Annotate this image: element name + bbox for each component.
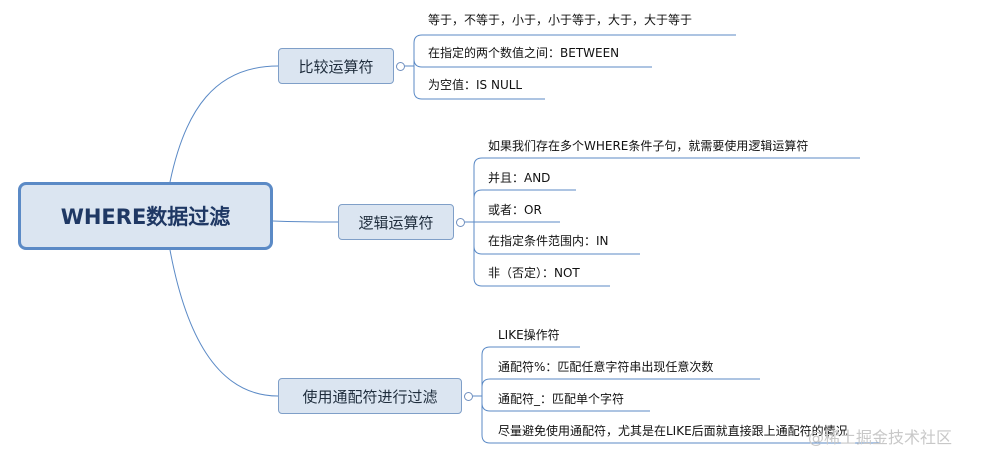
collapse-toggle-icon[interactable]: [464, 392, 473, 401]
connector-line: [169, 249, 279, 397]
leaf-like-operator[interactable]: LIKE操作符: [498, 328, 560, 342]
watermark: @稀土掘金技术社区: [808, 428, 953, 447]
leaf-between[interactable]: 在指定的两个数值之间：BETWEEN: [428, 46, 620, 60]
connector-line: [465, 157, 860, 223]
connector-line: [473, 378, 760, 397]
leaf-in[interactable]: 在指定条件范围内：IN: [488, 234, 609, 248]
leaf-wildcard-underscore[interactable]: 通配符_：匹配单个字符: [498, 392, 625, 406]
branch-wildcard-filtering[interactable]: 使用通配符进行过滤: [278, 378, 462, 414]
leaf-is-null[interactable]: 为空值：IS NULL: [428, 78, 523, 92]
connector-line: [473, 346, 580, 397]
leaf-avoid-wildcards[interactable]: 尽量避免使用通配符，尤其是在LIKE后面就直接跟上通配符的情况: [498, 424, 848, 438]
connector-line: [473, 395, 880, 444]
connector-line: [169, 65, 279, 183]
leaf-not[interactable]: 非（否定）：NOT: [488, 266, 580, 280]
leaf-or[interactable]: 或者：OR: [488, 203, 542, 217]
leaf-comparison-list[interactable]: 等于，不等于，小于，小于等于，大于，大于等于: [428, 13, 693, 27]
root-node[interactable]: WHERE数据过滤: [18, 182, 273, 250]
branch-comparison-operators[interactable]: 比较运算符: [278, 48, 394, 84]
leaf-wildcard-percent[interactable]: 通配符%：匹配任意字符串出现任意次数: [498, 360, 714, 374]
collapse-toggle-icon[interactable]: [456, 218, 465, 227]
branch-logical-operators[interactable]: 逻辑运算符: [338, 204, 454, 240]
collapse-toggle-icon[interactable]: [396, 62, 405, 71]
connector-line: [272, 220, 339, 223]
connector-line: [465, 189, 576, 223]
connector-line: [405, 65, 545, 100]
leaf-and[interactable]: 并且：AND: [488, 171, 551, 185]
leaf-logical-intro[interactable]: 如果我们存在多个WHERE条件子句，就需要使用逻辑运算符: [488, 139, 809, 153]
connector-line: [405, 34, 736, 67]
connector-line: [465, 221, 610, 287]
connector-line: [405, 58, 652, 68]
